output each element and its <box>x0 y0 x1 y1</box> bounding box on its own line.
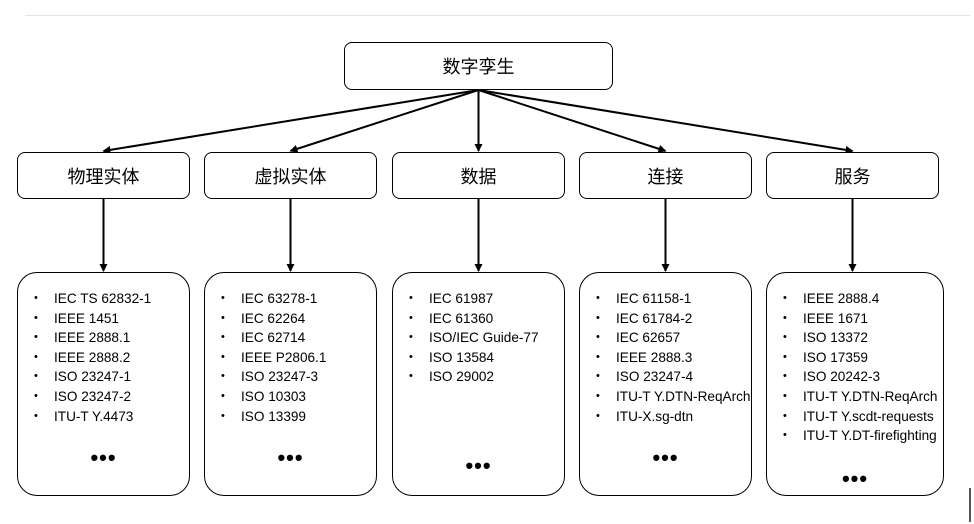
list-item: IEC 62714 <box>221 328 368 348</box>
standards-list-physical-entity: IEC TS 62832-1 IEEE 1451 IEEE 2888.1 IEE… <box>17 272 190 496</box>
edge-mark <box>969 488 971 522</box>
list-item: IEEE 2888.3 <box>596 348 743 368</box>
list-item: ISO 13399 <box>221 407 368 427</box>
edge-root-to-category <box>478 89 854 154</box>
category-label: 连接 <box>647 166 684 187</box>
list-item: ISO 13584 <box>409 348 556 368</box>
list-item: IEC 61360 <box>409 309 556 329</box>
edge-root-to-category <box>289 89 479 153</box>
list-item: IEC 61784-2 <box>596 309 743 329</box>
standards-list-connection: IEC 61158-1 IEC 61784-2 IEC 62657 IEEE 2… <box>579 272 752 496</box>
category-label: 虚拟实体 <box>254 166 327 187</box>
list-item: IEEE 2888.2 <box>34 348 181 368</box>
list-item: ISO 20242-3 <box>783 367 935 387</box>
standards-list-virtual-entity: IEC 63278-1 IEC 62264 IEC 62714 IEEE P28… <box>204 272 377 496</box>
list-item: ITU-T Y.4473 <box>34 407 181 427</box>
list-item: ISO 23247-1 <box>34 367 181 387</box>
list-item: IEC 63278-1 <box>221 289 368 309</box>
list-item: ITU-T Y.DT-firefighting <box>783 426 937 446</box>
list-item: ISO 29002 <box>409 367 556 387</box>
root-label: 数字孪生 <box>442 57 515 77</box>
more-ellipsis: ••• <box>652 445 679 470</box>
more-ellipsis: ••• <box>277 445 304 470</box>
category-node-service: 服务 <box>766 152 939 199</box>
edge-root-to-category <box>478 89 667 153</box>
list-item: ISO 10303 <box>221 387 368 407</box>
list-item: IEC 61158-1 <box>596 289 743 309</box>
list-item: ITU-T Y.scdt-requests <box>783 407 935 427</box>
category-label: 数据 <box>460 166 497 187</box>
standards-list-service: IEEE 2888.4 IEEE 1671 ISO 13372 ISO 1735… <box>766 272 944 496</box>
edge-root-to-category <box>102 89 479 154</box>
category-node-physical-entity: 物理实体 <box>17 152 190 199</box>
list-item: IEEE 2888.4 <box>783 289 935 309</box>
list-item: IEC TS 62832-1 <box>34 289 181 309</box>
list-item: IEC 61987 <box>409 289 556 309</box>
list-item: IEEE 2888.1 <box>34 328 181 348</box>
more-ellipsis: ••• <box>465 453 492 478</box>
top-divider <box>25 15 970 16</box>
list-item: IEEE P2806.1 <box>221 348 368 368</box>
list-item: IEC 62264 <box>221 309 368 329</box>
more-ellipsis: ••• <box>90 445 117 470</box>
more-ellipsis: ••• <box>841 466 869 491</box>
list-item: ISO 23247-4 <box>596 367 743 387</box>
list-item: ITU-T Y.DTN-ReqArch <box>596 387 750 407</box>
list-item: ITU-T Y.DTN-ReqArch <box>783 387 937 407</box>
category-label: 物理实体 <box>67 166 140 187</box>
list-item: ISO 17359 <box>783 348 935 368</box>
list-item: ITU-X.sg-dtn <box>596 407 743 427</box>
standards-list-data: IEC 61987 IEC 61360 ISO/IEC Guide-77 ISO… <box>392 272 565 496</box>
category-node-virtual-entity: 虚拟实体 <box>204 152 377 199</box>
list-item: ISO/IEC Guide-77 <box>409 328 556 348</box>
root-node: 数字孪生 <box>344 42 613 90</box>
list-item: ISO 13372 <box>783 328 935 348</box>
list-item: ISO 23247-3 <box>221 367 368 387</box>
list-item: IEC 62657 <box>596 328 743 348</box>
category-node-connection: 连接 <box>579 152 752 199</box>
list-item: IEEE 1451 <box>34 309 181 329</box>
list-item: IEEE 1671 <box>783 309 935 329</box>
category-label: 服务 <box>834 166 871 187</box>
list-item: ISO 23247-2 <box>34 387 181 407</box>
category-node-data: 数据 <box>392 152 565 199</box>
